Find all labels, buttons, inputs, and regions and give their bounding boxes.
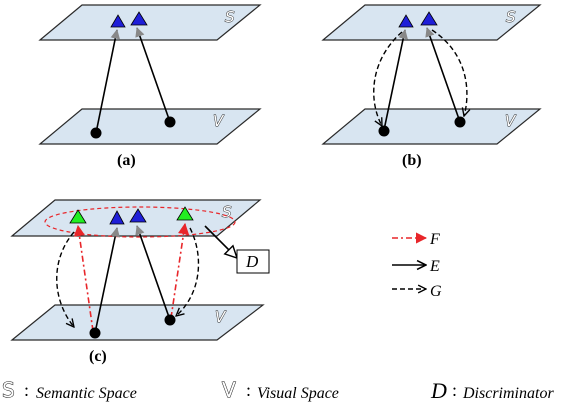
generated-node-c-1 bbox=[69, 209, 87, 224]
semantic-node-c-2 bbox=[129, 208, 147, 223]
key-semantic-separator: : bbox=[24, 380, 29, 400]
visual-node-a-2 bbox=[164, 116, 176, 128]
visual-node-b-2 bbox=[454, 116, 466, 128]
symbol-key: S : Semantic Space V : Visual Space D : … bbox=[2, 378, 555, 404]
e-arrow-b-right bbox=[425, 27, 461, 123]
key-semantic-text: Semantic Space bbox=[36, 385, 137, 402]
e-arrow-a-left bbox=[95, 29, 120, 134]
semantic-space-label-a: S bbox=[225, 8, 235, 26]
visual-space-label-c: V bbox=[215, 308, 227, 326]
discriminator-box bbox=[236, 249, 270, 274]
semantic-plane-a bbox=[38, 4, 262, 41]
visual-node-a-1 bbox=[90, 127, 102, 139]
semantic-cluster-ellipse bbox=[44, 206, 236, 238]
semantic-node-b-1 bbox=[398, 14, 414, 28]
key-semantic-symbol: S bbox=[2, 378, 15, 402]
visual-space-label-b: V bbox=[505, 112, 517, 130]
g-arrow-c-left bbox=[56, 231, 74, 327]
semantic-node-a-2 bbox=[130, 11, 148, 26]
g-arrow-b-right bbox=[431, 29, 467, 116]
e-arrow-c-right bbox=[135, 225, 171, 321]
panel-label-b: (b) bbox=[402, 152, 422, 169]
semantic-node-b-2 bbox=[420, 11, 438, 26]
legend-f-label: F bbox=[429, 231, 440, 248]
e-arrow-c-left bbox=[94, 227, 120, 334]
panel-a: S V (a) bbox=[38, 4, 262, 169]
panel-c: S V D (c) bbox=[10, 199, 270, 365]
g-arrow-c-right bbox=[176, 227, 200, 316]
key-visual-separator: : bbox=[246, 380, 251, 400]
discriminator-box-label: D bbox=[245, 252, 259, 271]
e-arrow-a-right bbox=[135, 27, 171, 123]
g-arrow-b-left bbox=[373, 31, 403, 126]
visual-node-b-1 bbox=[378, 125, 390, 137]
key-discriminator-symbol: D bbox=[430, 378, 447, 403]
key-visual-symbol: V bbox=[222, 378, 236, 402]
key-discriminator-separator: : bbox=[452, 380, 457, 400]
semantic-space-label-c: S bbox=[222, 203, 232, 221]
semantic-node-c-1 bbox=[109, 210, 125, 225]
discriminator-arrow bbox=[204, 225, 237, 258]
arrow-legend: F E G bbox=[392, 231, 442, 300]
panel-label-c: (c) bbox=[89, 348, 107, 365]
visual-space-label-a: V bbox=[213, 112, 225, 130]
generated-node-c-2 bbox=[176, 206, 194, 221]
panel-label-a: (a) bbox=[117, 152, 136, 169]
semantic-space-label-b: S bbox=[506, 8, 516, 26]
f-arrow-c-right bbox=[170, 222, 190, 319]
legend-e-label: E bbox=[429, 258, 440, 275]
visual-node-c-1 bbox=[89, 327, 101, 339]
semantic-node-a-1 bbox=[110, 14, 126, 28]
visual-plane-a bbox=[38, 108, 262, 145]
f-arrow-c-left bbox=[73, 224, 94, 332]
legend-g-label: G bbox=[430, 283, 442, 300]
key-visual-text: Visual Space bbox=[257, 385, 339, 402]
key-discriminator-text: Discriminator bbox=[462, 385, 554, 402]
visual-node-c-2 bbox=[164, 314, 176, 326]
visual-plane-c bbox=[10, 304, 265, 341]
e-arrow-b-left bbox=[383, 29, 408, 131]
panel-b: S V (b) bbox=[321, 4, 542, 169]
